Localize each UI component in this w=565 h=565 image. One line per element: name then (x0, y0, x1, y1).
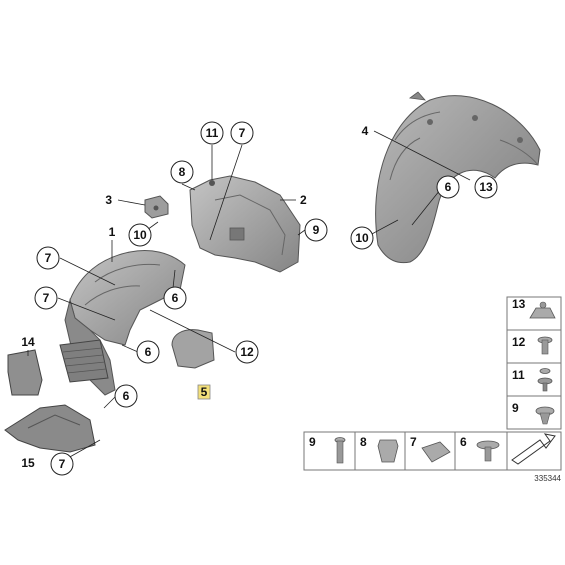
svg-text:1: 1 (109, 225, 116, 239)
wheel-arch-liner-front-rear-section (189, 175, 301, 273)
svg-text:14: 14 (21, 335, 35, 349)
wheel-arch-liner-rear (375, 91, 541, 264)
insulation-pad (7, 349, 43, 396)
callout-12: 12 (235, 340, 259, 364)
svg-text:7: 7 (43, 291, 50, 305)
legend-item-12: 12 (512, 335, 553, 355)
callout-1: 1 (109, 225, 116, 239)
svg-text:9: 9 (313, 223, 320, 237)
callouts: 11 7 8 3 10 2 9 1 7 6 7 6 12 5 14 6 15 7… (21, 121, 498, 476)
callout-5: 5 (201, 385, 208, 399)
svg-text:4: 4 (362, 124, 369, 138)
svg-text:6: 6 (445, 180, 452, 194)
callout-14: 14 (21, 335, 35, 349)
svg-text:8: 8 (360, 435, 367, 449)
callout-9-mid: 9 (304, 218, 328, 242)
callout-7-left1: 7 (36, 246, 60, 270)
legend-item-8: 8 (360, 435, 399, 463)
svg-text:15: 15 (21, 456, 35, 470)
svg-text:2: 2 (300, 193, 307, 207)
svg-text:7: 7 (239, 126, 246, 140)
svg-text:7: 7 (59, 457, 66, 471)
svg-text:6: 6 (172, 291, 179, 305)
legend-bottom: 9 8 7 6 (303, 431, 562, 471)
callout-7-top: 7 (230, 121, 254, 145)
callout-13: 13 (474, 175, 498, 199)
svg-text:11: 11 (206, 126, 219, 140)
svg-text:6: 6 (460, 435, 467, 449)
svg-text:6: 6 (123, 389, 130, 403)
callout-2: 2 (300, 193, 307, 207)
svg-text:8: 8 (179, 165, 186, 179)
svg-text:9: 9 (512, 401, 519, 415)
legend-item-9-bottom: 9 (309, 435, 346, 464)
bracket (144, 195, 169, 219)
legend-item-6: 6 (460, 435, 500, 462)
svg-text:10: 10 (355, 231, 369, 245)
callout-15: 15 (21, 456, 35, 470)
svg-text:7: 7 (45, 251, 52, 265)
callout-3: 3 (105, 193, 112, 207)
svg-text:5: 5 (201, 385, 208, 399)
callout-4: 4 (362, 124, 369, 138)
legend-side: 13 12 11 9 (506, 296, 562, 430)
svg-text:13: 13 (512, 297, 526, 311)
callout-10-mid: 10 (128, 223, 152, 247)
air-duct-grille (59, 339, 109, 383)
legend-item-9-side: 9 (512, 401, 555, 425)
part-5-highlight (197, 384, 211, 400)
legend-item-7: 7 (410, 435, 451, 463)
svg-text:6: 6 (145, 345, 152, 359)
svg-text:3: 3 (105, 193, 112, 207)
cover-cap (171, 329, 215, 369)
legend-arrow-icon (511, 433, 556, 465)
callout-10-right: 10 (350, 226, 374, 250)
callout-7-left2: 7 (34, 286, 58, 310)
callout-6-right: 6 (436, 175, 460, 199)
leader-lines (27, 130, 471, 459)
callout-11: 11 (200, 121, 224, 145)
legend-item-11: 11 (512, 368, 553, 392)
svg-text:10: 10 (133, 228, 147, 242)
svg-text:13: 13 (479, 180, 493, 194)
callout-6-b: 6 (136, 340, 160, 364)
svg-text:12: 12 (240, 345, 254, 359)
svg-text:9: 9 (309, 435, 316, 449)
callout-6-c: 6 (114, 384, 138, 408)
lower-cover (4, 404, 96, 453)
legend-item-13: 13 (512, 297, 556, 319)
svg-text:12: 12 (512, 335, 526, 349)
callout-8: 8 (170, 160, 194, 184)
callout-7-bottom: 7 (50, 452, 74, 476)
callout-6-a: 6 (163, 286, 187, 310)
svg-text:7: 7 (410, 435, 417, 449)
svg-text:11: 11 (512, 368, 525, 382)
reference-number: 335344 (534, 474, 561, 483)
